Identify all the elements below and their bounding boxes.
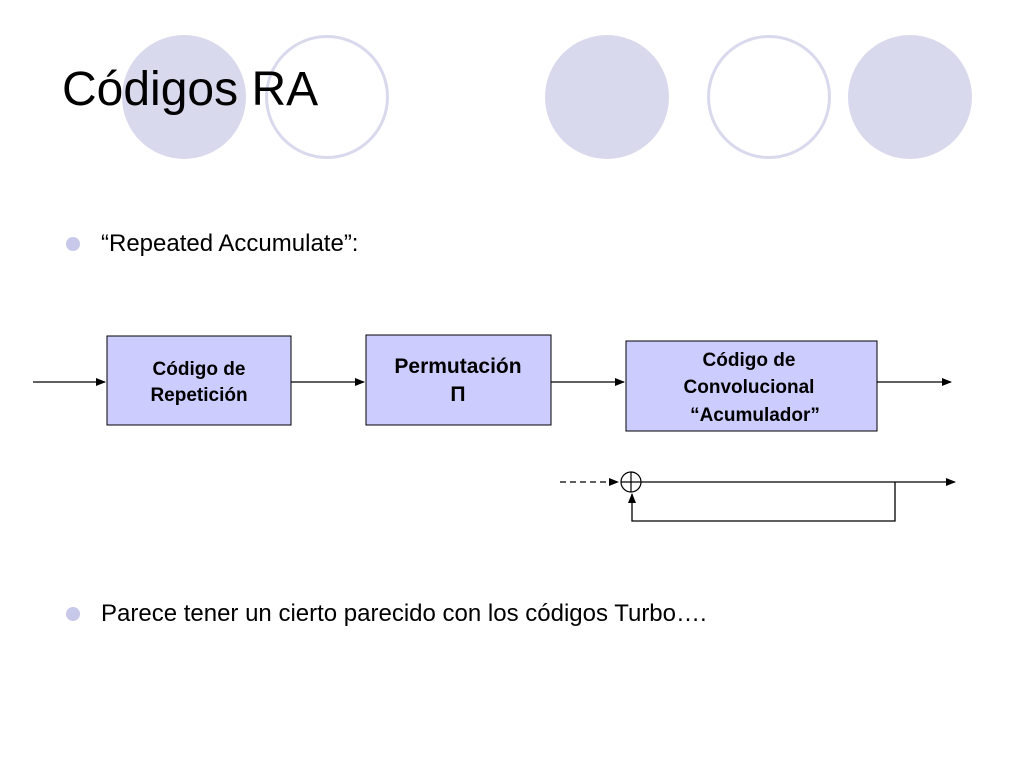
block-permutacion — [365, 334, 552, 426]
bullet-text-1: “Repeated Accumulate”: — [101, 230, 359, 257]
block-acumulador-line2: Convolucional — [684, 377, 815, 398]
decor-circle-4 — [707, 35, 831, 159]
decor-circle-5 — [848, 35, 972, 159]
block-repeticion — [106, 335, 292, 426]
bullet-text-2: Parece tener un cierto parecido con los … — [101, 600, 707, 627]
bullet-item-2: Parece tener un cierto parecido con los … — [66, 600, 707, 628]
xor-adder-icon — [620, 471, 642, 493]
block-permutacion-line1: Permutación — [394, 355, 521, 378]
decor-circle-3 — [545, 35, 669, 159]
block-permutacion-symbol: Π — [450, 383, 465, 406]
block-repeticion-line1: Código de — [153, 359, 246, 380]
decor-circle-1 — [122, 35, 246, 159]
block-acumulador-line3: “Acumulador” — [690, 405, 820, 426]
block-acumulador — [625, 340, 878, 432]
decor-circle-2 — [265, 35, 389, 159]
bullet-dot-icon — [66, 237, 80, 251]
block-acumulador-line1: Código de — [703, 350, 796, 371]
block-repeticion-line2: Repetición — [150, 385, 247, 406]
bullet-item-1: “Repeated Accumulate”: — [66, 230, 358, 258]
slide-title: Códigos RA — [62, 63, 319, 116]
accumulator-feedback-path — [628, 482, 896, 522]
bullet-dot-icon — [66, 607, 80, 621]
